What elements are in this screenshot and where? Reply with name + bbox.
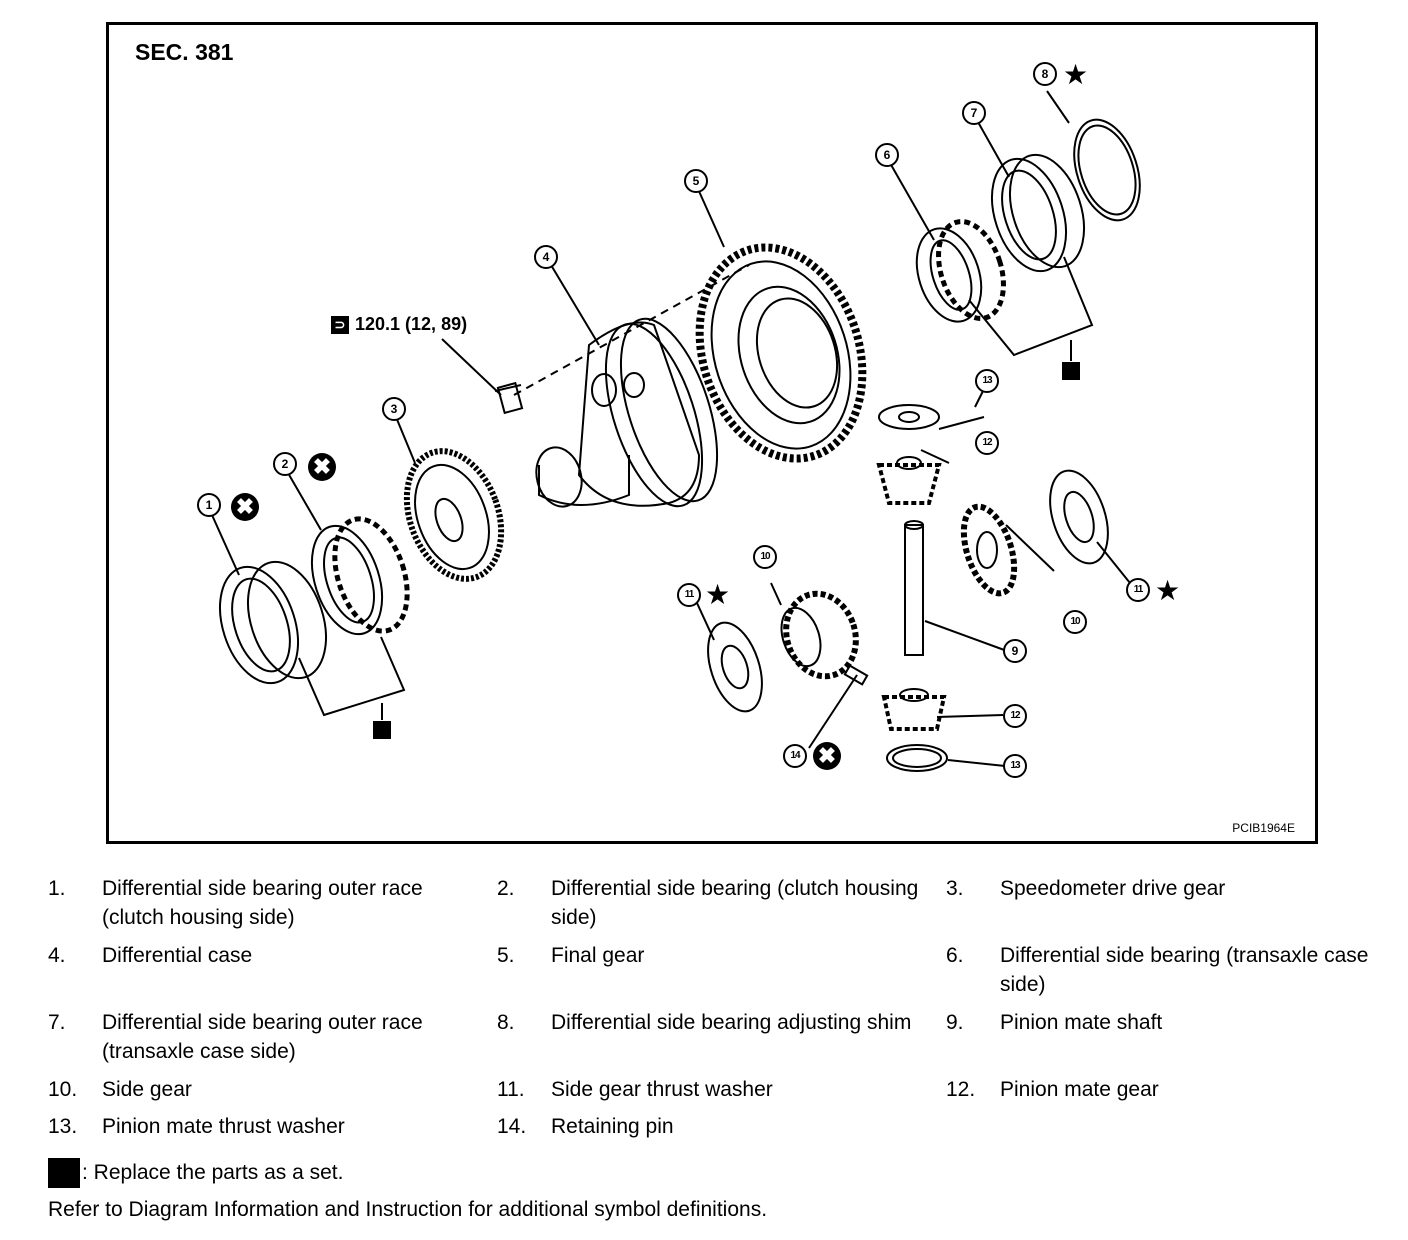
section-label: SEC. 381 <box>135 39 234 65</box>
callout-4: 4 <box>534 245 558 269</box>
callout-13-top: 13 <box>975 369 999 393</box>
legend-item: 6.Differential side bearing (transaxle c… <box>946 944 1369 996</box>
set-square-icon <box>48 1158 80 1188</box>
callout-13-bottom: 13 <box>1003 754 1027 778</box>
replace-x-icon: ✖ <box>308 453 336 481</box>
legend-item: 13.Pinion mate thrust washer <box>48 1115 345 1138</box>
legend-item: 9.Pinion mate shaft <box>946 1011 1163 1034</box>
legend-item: 7.Differential side bearing outer race (… <box>48 1011 423 1063</box>
callout-14: 14 <box>783 744 807 768</box>
legend-item: 14.Retaining pin <box>497 1115 674 1138</box>
callout-3: 3 <box>382 397 406 421</box>
set-note-text: : Replace the parts as a set. <box>82 1161 344 1184</box>
callout-12-bottom: 12 <box>1003 704 1027 728</box>
legend-item: 8.Differential side bearing adjusting sh… <box>497 1011 912 1034</box>
parts-legend: 1.Differential side bearing outer race (… <box>48 874 1378 1157</box>
legend-item: 3.Speedometer drive gear <box>946 877 1226 900</box>
torque-spec: ⊃ 120.1 (12, 89) <box>331 314 467 335</box>
star-icon: ★ <box>1155 575 1181 606</box>
callout-2: 2 <box>273 452 297 476</box>
legend-item: 4.Differential case <box>48 944 253 967</box>
legend-item: 2.Differential side bearing (clutch hous… <box>497 877 919 929</box>
callout-10-left: 10 <box>753 545 777 569</box>
torque-value: 120.1 (12, 89) <box>355 314 468 334</box>
torque-wrench-icon: ⊃ <box>331 315 349 334</box>
refer-note: Refer to Diagram Information and Instruc… <box>48 1198 768 1221</box>
legend-item: 10.Side gear <box>48 1078 192 1101</box>
callout-11-right: 11 <box>1126 578 1150 602</box>
legend-item: 1.Differential side bearing outer race (… <box>48 877 423 929</box>
replace-x-icon: ✖ <box>231 493 259 521</box>
diagram-drawing <box>211 90 1141 772</box>
replace-x-icon: ✖ <box>813 742 841 770</box>
set-square-icon <box>373 721 391 739</box>
figure-code: PCIB1964E <box>1232 821 1295 835</box>
star-icon: ★ <box>1063 59 1089 90</box>
set-note: : Replace the parts as a set. <box>48 1158 343 1188</box>
exploded-diagram: SEC. 381 ⊃ 120.1 (12, 89) PCIB1964E 1 2 … <box>106 22 1318 844</box>
legend-item: 5.Final gear <box>497 944 645 967</box>
callout-9: 9 <box>1003 639 1027 663</box>
legend-item: 12.Pinion mate gear <box>946 1078 1159 1101</box>
callout-8: 8 <box>1033 62 1057 86</box>
callout-6: 6 <box>875 143 899 167</box>
legend-item: 11.Side gear thrust washer <box>497 1078 773 1101</box>
star-icon: ★ <box>705 579 731 610</box>
callout-7: 7 <box>962 101 986 125</box>
callout-11-left: 11 <box>677 583 701 607</box>
callout-10-right: 10 <box>1063 610 1087 634</box>
callout-1: 1 <box>197 493 221 517</box>
callout-12-top: 12 <box>975 431 999 455</box>
set-square-icon <box>1062 362 1080 380</box>
callout-5: 5 <box>684 169 708 193</box>
